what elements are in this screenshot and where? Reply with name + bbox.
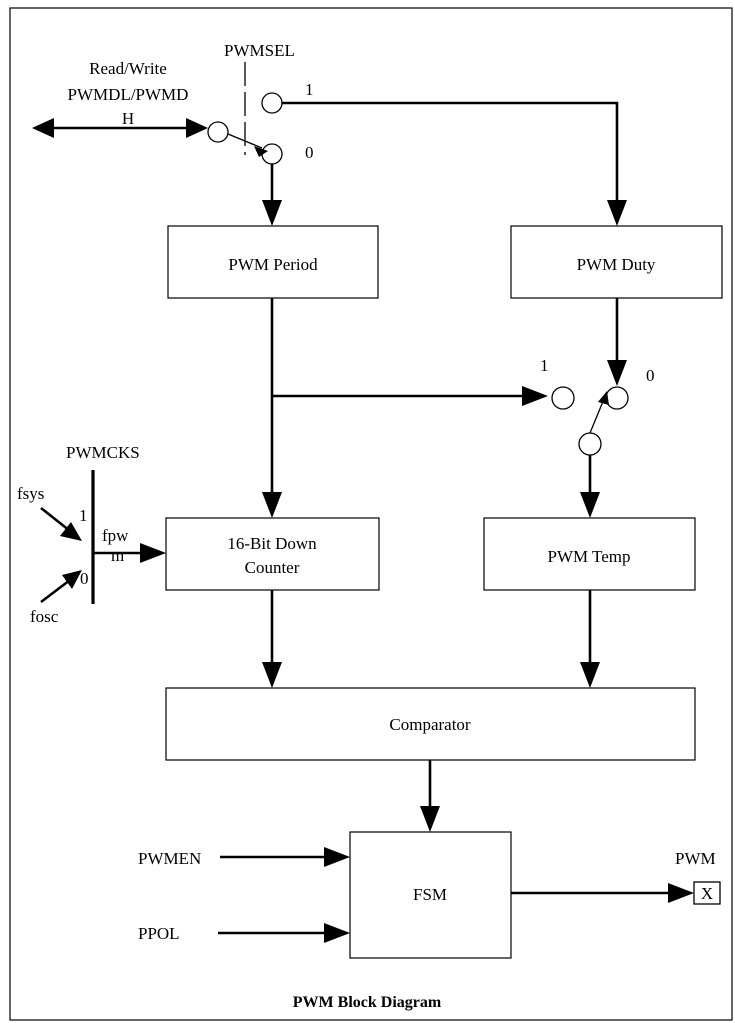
fpwm-label-2: m [111, 546, 124, 565]
read-write-arrowhead-right [186, 118, 208, 138]
duty-mux-output-node [578, 432, 602, 456]
fosc-label: fosc [30, 607, 59, 626]
comparator-label: Comparator [389, 715, 471, 734]
fsm-block [349, 831, 512, 959]
switch-arm-arrowhead [254, 146, 268, 157]
switch-input-node [207, 121, 229, 143]
diagram-frame [9, 7, 733, 1021]
fosc-wire [40, 578, 71, 604]
pwm-output-pin [693, 881, 721, 905]
pwm-pin-mark: X [701, 884, 713, 903]
pwmen-arrowhead [324, 847, 350, 867]
pwm-output-arrowhead [668, 883, 694, 903]
pwmsel-label: PWMSEL [224, 41, 295, 60]
mux-1-input-arrowhead [522, 386, 548, 406]
fsm-input-arrowhead [420, 806, 440, 832]
mux-0-input-arrowhead [607, 360, 627, 386]
pwm-output-label: PWM [675, 849, 716, 868]
diagram-caption: PWM Block Diagram [293, 994, 442, 1011]
duty-mux-node-0 [605, 386, 629, 410]
pwmsel-0-label: 0 [305, 143, 314, 162]
duty-input-arrowhead [607, 200, 627, 226]
pwmsel-node-1 [261, 92, 283, 114]
down-counter-label-2: Counter [245, 558, 300, 577]
pwmcks-label: PWMCKS [66, 443, 140, 462]
pwmen-label: PWMEN [138, 849, 201, 868]
read-write-arrowhead-left [32, 118, 54, 138]
duty-mux-node-1 [551, 386, 575, 410]
pwm-temp-label: PWM Temp [547, 547, 630, 566]
down-counter-block [165, 517, 380, 591]
fpwm-arrowhead [140, 543, 166, 563]
duty-mux-0-label: 0 [646, 366, 655, 385]
pwmsel-1-to-duty-wire [282, 101, 619, 200]
pwm-duty-label: PWM Duty [577, 255, 656, 274]
read-write-label-2: PWMDL/PWMD [68, 85, 189, 104]
duty-mux-1-label: 1 [540, 356, 549, 375]
pwm-period-label: PWM Period [228, 255, 318, 274]
cks-0-label: 0 [80, 569, 89, 588]
fsm-label: FSM [413, 885, 447, 904]
pwm-temp-block [483, 517, 696, 591]
ppol-label: PPOL [138, 924, 180, 943]
counter-input-arrowhead [262, 492, 282, 518]
fosc-arrowhead [62, 570, 82, 589]
read-write-label-1: Read/Write [89, 59, 167, 78]
read-write-label-3: H [122, 109, 134, 128]
fsys-label: fsys [17, 484, 44, 503]
cks-1-label: 1 [79, 506, 88, 525]
pwm-duty-block [510, 225, 723, 299]
period-input-arrowhead [262, 200, 282, 226]
fsys-wire [40, 506, 71, 533]
comparator-right-arrowhead [580, 662, 600, 688]
duty-mux-arm-arrowhead [598, 391, 609, 405]
pwmsel-1-label: 1 [305, 80, 314, 99]
down-counter-label-1: 16-Bit Down [227, 534, 317, 553]
pwmsel-switch-arm [227, 133, 263, 149]
ppol-arrowhead [324, 923, 350, 943]
comparator-block [165, 687, 696, 761]
temp-input-arrowhead [580, 492, 600, 518]
fpwm-label-1: fpw [102, 526, 129, 545]
pwmsel-node-0 [261, 143, 283, 165]
comparator-left-arrowhead [262, 662, 282, 688]
fsys-arrowhead [60, 522, 82, 541]
duty-mux-arm [589, 398, 605, 434]
